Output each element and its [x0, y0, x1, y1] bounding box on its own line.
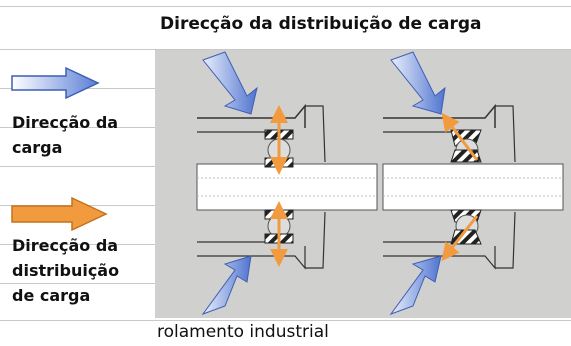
page-title: Direcção da distribuição de carga — [160, 14, 482, 34]
legend-load-direction-label: Direcção da carga — [12, 110, 118, 160]
legend-distribution-direction-label: Direcção da distribuição de carga — [12, 233, 119, 308]
bearing-diagram-panel — [155, 50, 571, 318]
orange-arrow-icon — [11, 196, 108, 232]
rule — [0, 320, 571, 321]
caption: rolamento industrial — [157, 322, 329, 342]
legend-line: Direcção da — [12, 113, 119, 132]
rule — [0, 49, 571, 50]
blue-arrow-icon — [11, 66, 100, 100]
legend-line: carga — [12, 138, 63, 157]
left-bearing — [196, 51, 378, 316]
right-bearing — [382, 51, 564, 316]
legend-line: de carga — [12, 286, 91, 305]
bearing-diagram — [196, 51, 564, 316]
rule — [0, 6, 571, 7]
legend-line: distribuição — [12, 261, 120, 280]
legend-line: Direcção da — [12, 236, 119, 255]
